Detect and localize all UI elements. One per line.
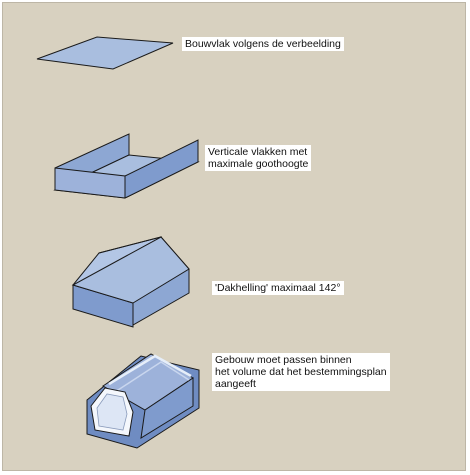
vertical-walls-shape <box>53 133 200 199</box>
building-in-volume-shape <box>86 353 200 449</box>
step-2-label: Verticale vlakken met maximale goothoogt… <box>205 145 312 171</box>
gable-volume-shape <box>71 236 190 328</box>
building-plane-shape <box>36 36 174 70</box>
step-1-label: Bouwvlak volgens de verbeelding <box>182 37 344 51</box>
step-4-label: Gebouw moet passen binnen het volume dat… <box>212 353 390 391</box>
diagram-canvas: Bouwvlak volgens de verbeelding Vertical… <box>2 2 466 471</box>
step-3-label: 'Dakhelling' maximaal 142° <box>212 281 344 295</box>
